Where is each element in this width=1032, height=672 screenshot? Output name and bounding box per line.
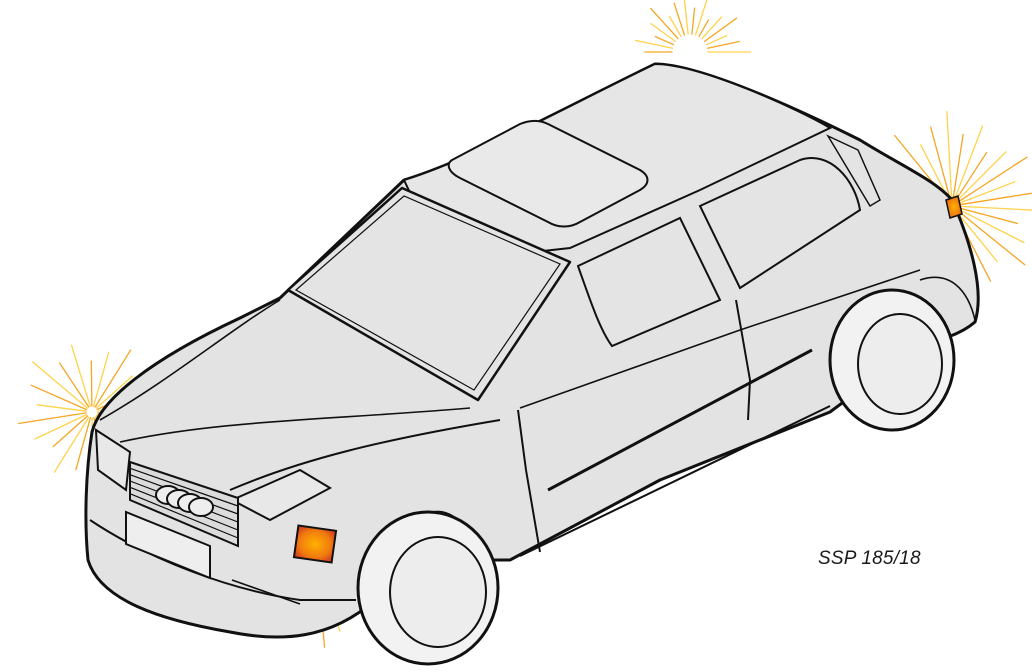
light-ray xyxy=(30,384,88,411)
light-ray xyxy=(954,125,984,200)
light-ray xyxy=(701,16,723,40)
front-wheel xyxy=(356,510,500,666)
brand-rings-logo xyxy=(155,485,214,517)
light-ray xyxy=(930,126,951,199)
light-ray xyxy=(691,7,696,35)
light-ray xyxy=(17,412,87,425)
light-ray xyxy=(654,35,675,46)
light-ray xyxy=(90,360,93,407)
grille-slat xyxy=(129,467,239,507)
light-ray xyxy=(36,404,87,412)
light-ray xyxy=(959,207,1019,225)
windshield xyxy=(286,186,572,402)
light-ray xyxy=(52,415,89,448)
rear-side-window xyxy=(698,157,862,290)
light-ray xyxy=(958,181,1016,204)
light-ray xyxy=(956,211,998,263)
light-ray xyxy=(650,7,679,40)
right-headlight xyxy=(229,468,333,522)
left-headlight xyxy=(94,428,132,492)
figure-reference-label: SSP 185/18 xyxy=(818,548,921,569)
light-ray xyxy=(959,205,1032,211)
sunroof xyxy=(447,120,649,228)
light-ray xyxy=(958,208,1025,244)
rear-quarter-window xyxy=(826,134,881,208)
rear-indicator-lamp xyxy=(945,195,963,219)
light-ray xyxy=(694,0,708,36)
light-ray xyxy=(673,2,686,36)
grille-slat xyxy=(129,493,239,539)
light-ray xyxy=(959,192,1032,206)
light-ray xyxy=(703,17,738,43)
light-ray xyxy=(34,413,88,440)
license-plate xyxy=(125,510,211,580)
hood-edge xyxy=(229,419,501,491)
light-ray xyxy=(706,40,740,49)
front-side-window xyxy=(576,216,722,348)
light-ray xyxy=(58,362,90,408)
light-ray xyxy=(958,156,1028,203)
sill-line xyxy=(519,405,831,557)
light-ray xyxy=(957,210,1026,266)
light-ray xyxy=(698,19,710,38)
hood-line-left xyxy=(99,299,281,421)
light-ray xyxy=(94,349,132,408)
light-ray xyxy=(70,344,91,407)
body-crease xyxy=(519,269,921,409)
door-line-front xyxy=(517,409,541,553)
light-ray xyxy=(53,416,90,473)
light-ray xyxy=(95,375,134,409)
rear-panel xyxy=(919,276,976,321)
windshield-inner xyxy=(294,195,561,391)
light-ray xyxy=(75,417,92,471)
light-ray xyxy=(955,152,988,200)
light-ray xyxy=(683,0,689,35)
rear-wheel xyxy=(828,288,956,432)
light-ray xyxy=(705,35,728,46)
light-ray xyxy=(92,351,110,407)
light-ray xyxy=(952,133,964,199)
fog-lamp-line xyxy=(231,579,301,605)
light-ray xyxy=(32,361,89,409)
light-ray xyxy=(634,39,674,49)
light-ray xyxy=(650,22,677,43)
rear-left-indicator-rays xyxy=(634,0,752,53)
light-ray xyxy=(668,15,682,38)
side-molding xyxy=(547,348,813,492)
front-indicator-lamp xyxy=(292,524,338,564)
light-ray xyxy=(946,110,953,199)
hood-crease xyxy=(119,407,471,443)
light-ray xyxy=(956,151,1007,201)
door-line-rear xyxy=(735,299,752,421)
